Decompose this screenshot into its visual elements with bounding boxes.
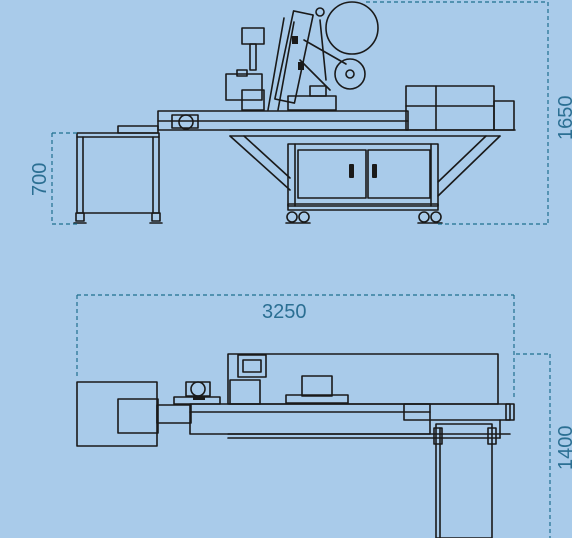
outlet-press bbox=[405, 85, 515, 131]
depth-1400-label: 1400 bbox=[555, 426, 572, 471]
top-view: 3250 1400 bbox=[76, 294, 572, 538]
front-dimensions bbox=[51, 1, 549, 225]
infeed-table bbox=[73, 125, 163, 224]
labeling-head bbox=[225, 1, 379, 111]
width-3250-label: 3250 bbox=[262, 301, 307, 323]
front-view: 1650 700 bbox=[29, 1, 572, 225]
cabinet bbox=[229, 135, 501, 224]
height-1650-label: 1650 bbox=[555, 96, 572, 141]
table-height-700-label: 700 bbox=[29, 163, 51, 196]
conveyor bbox=[157, 110, 516, 137]
